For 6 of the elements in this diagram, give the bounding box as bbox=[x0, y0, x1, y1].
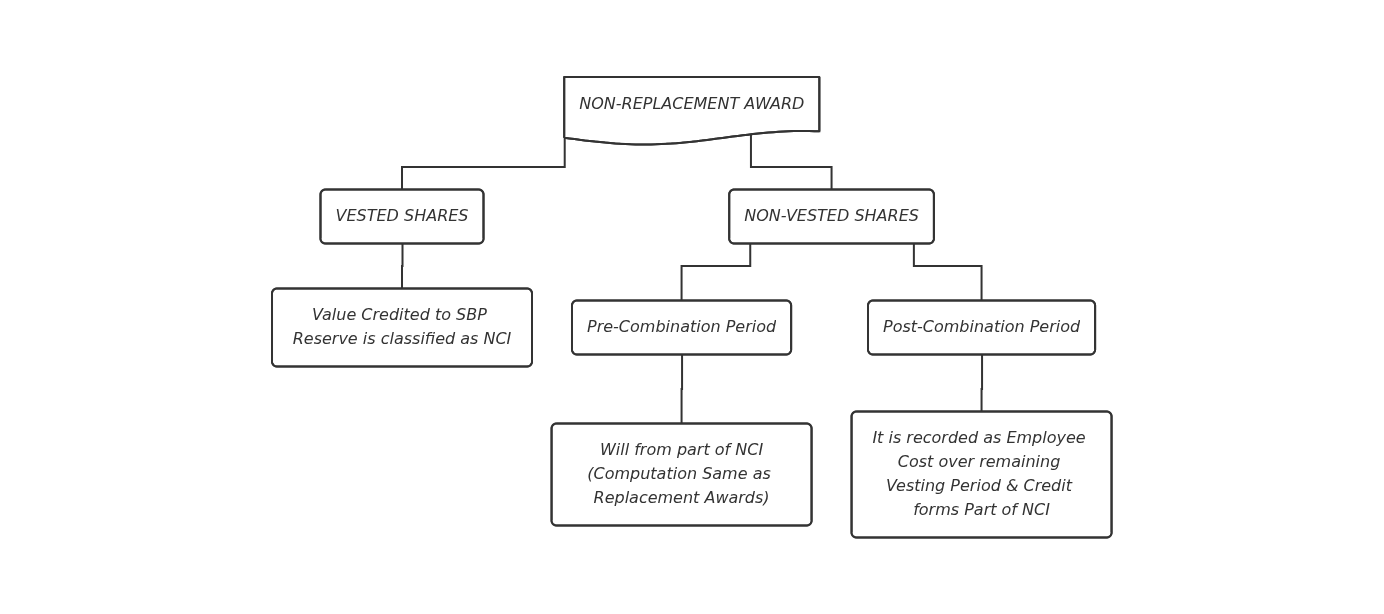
connector bbox=[980, 353, 984, 413]
connector bbox=[913, 242, 984, 302]
connector bbox=[680, 242, 752, 302]
connector bbox=[401, 242, 404, 290]
connector bbox=[750, 133, 834, 191]
connector bbox=[680, 353, 684, 425]
